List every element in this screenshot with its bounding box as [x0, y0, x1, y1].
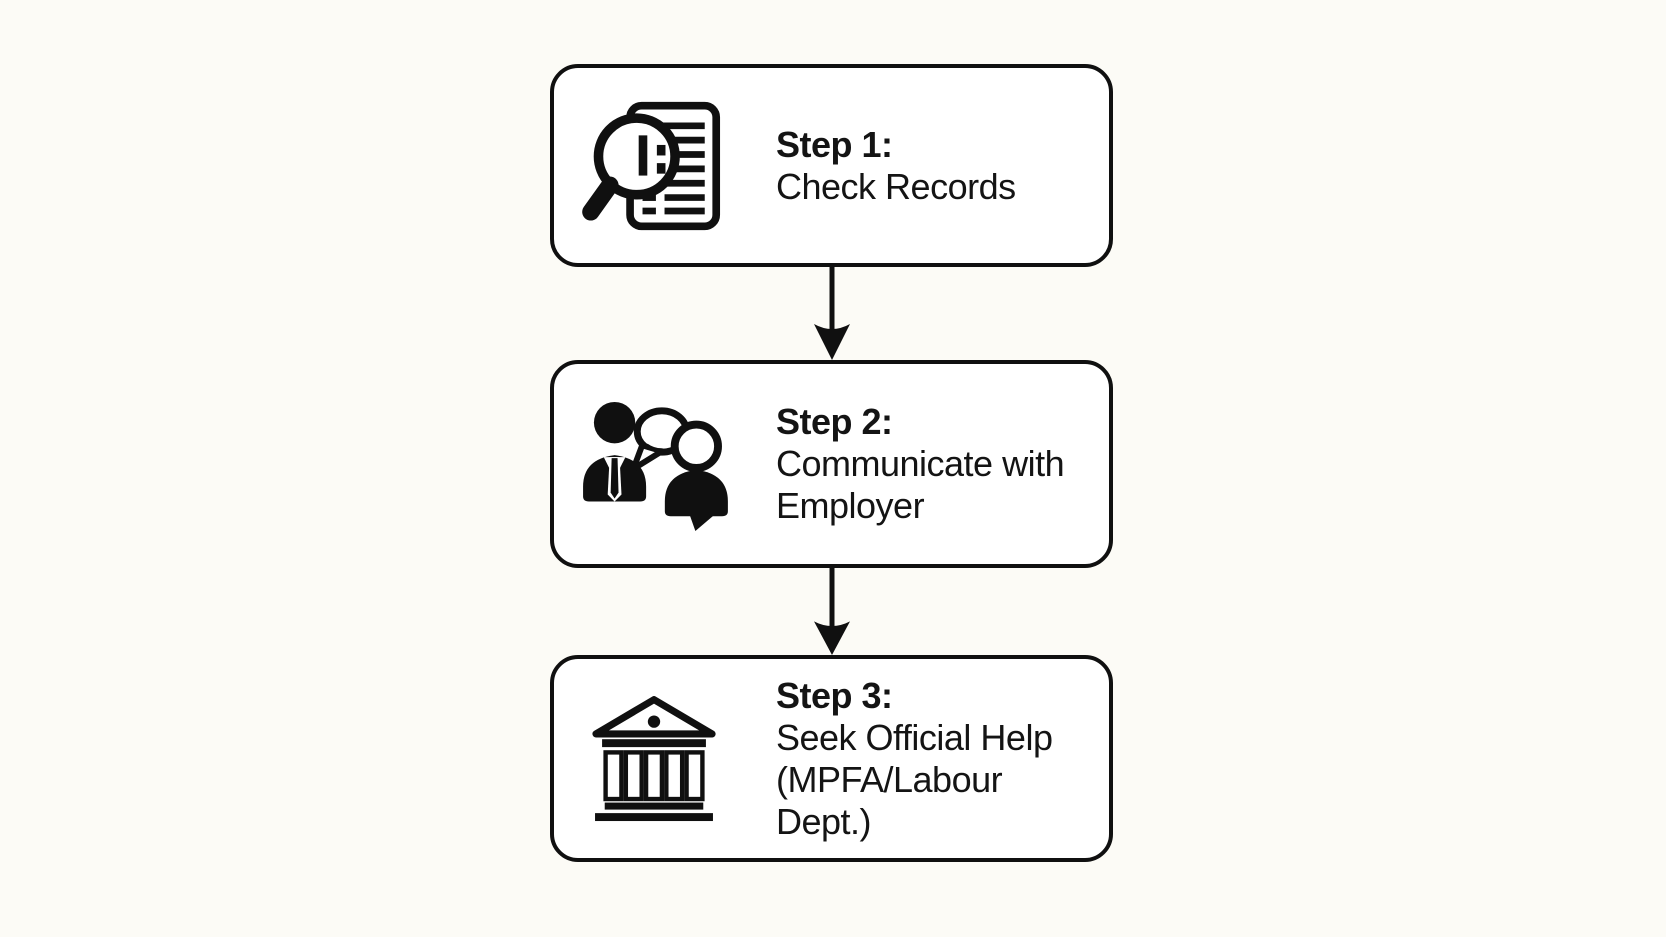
government-building-icon [574, 692, 734, 826]
step-1-description: Check Records [776, 165, 1016, 207]
step-3-text: Step 3: Seek Official Help (MPFA/Labour … [776, 675, 1095, 843]
step-2-title: Step 2: [776, 401, 893, 442]
arrow-down-icon [814, 568, 850, 655]
people-conversation-icon [574, 398, 734, 531]
step-2-description-line-2: Employer [776, 485, 925, 526]
people-conversation-icon-svg [583, 401, 728, 531]
step-1-box: Step 1: Check Records [550, 64, 1113, 267]
step-2-description-line-1: Communicate with [776, 443, 1065, 484]
magnifier-document-icon-svg [582, 101, 721, 230]
step-1-text: Step 1: Check Records [776, 124, 1016, 208]
arrow-down-icon [814, 267, 850, 360]
step-2-text: Step 2: Communicate with Employer [776, 401, 1065, 527]
step-3-description-line-2: (MPFA/Labour Dept.) [776, 758, 1003, 842]
government-building-icon-svg [592, 695, 716, 821]
magnifier-document-icon [574, 99, 734, 233]
step-2-box: Step 2: Communicate with Employer [550, 360, 1113, 568]
step-3-title: Step 3: [776, 674, 893, 716]
step-1-title: Step 1: [776, 123, 893, 165]
step-3-box: Step 3: Seek Official Help (MPFA/Labour … [550, 655, 1113, 862]
step-3-description-line-1: Seek Official Help [776, 716, 1053, 758]
